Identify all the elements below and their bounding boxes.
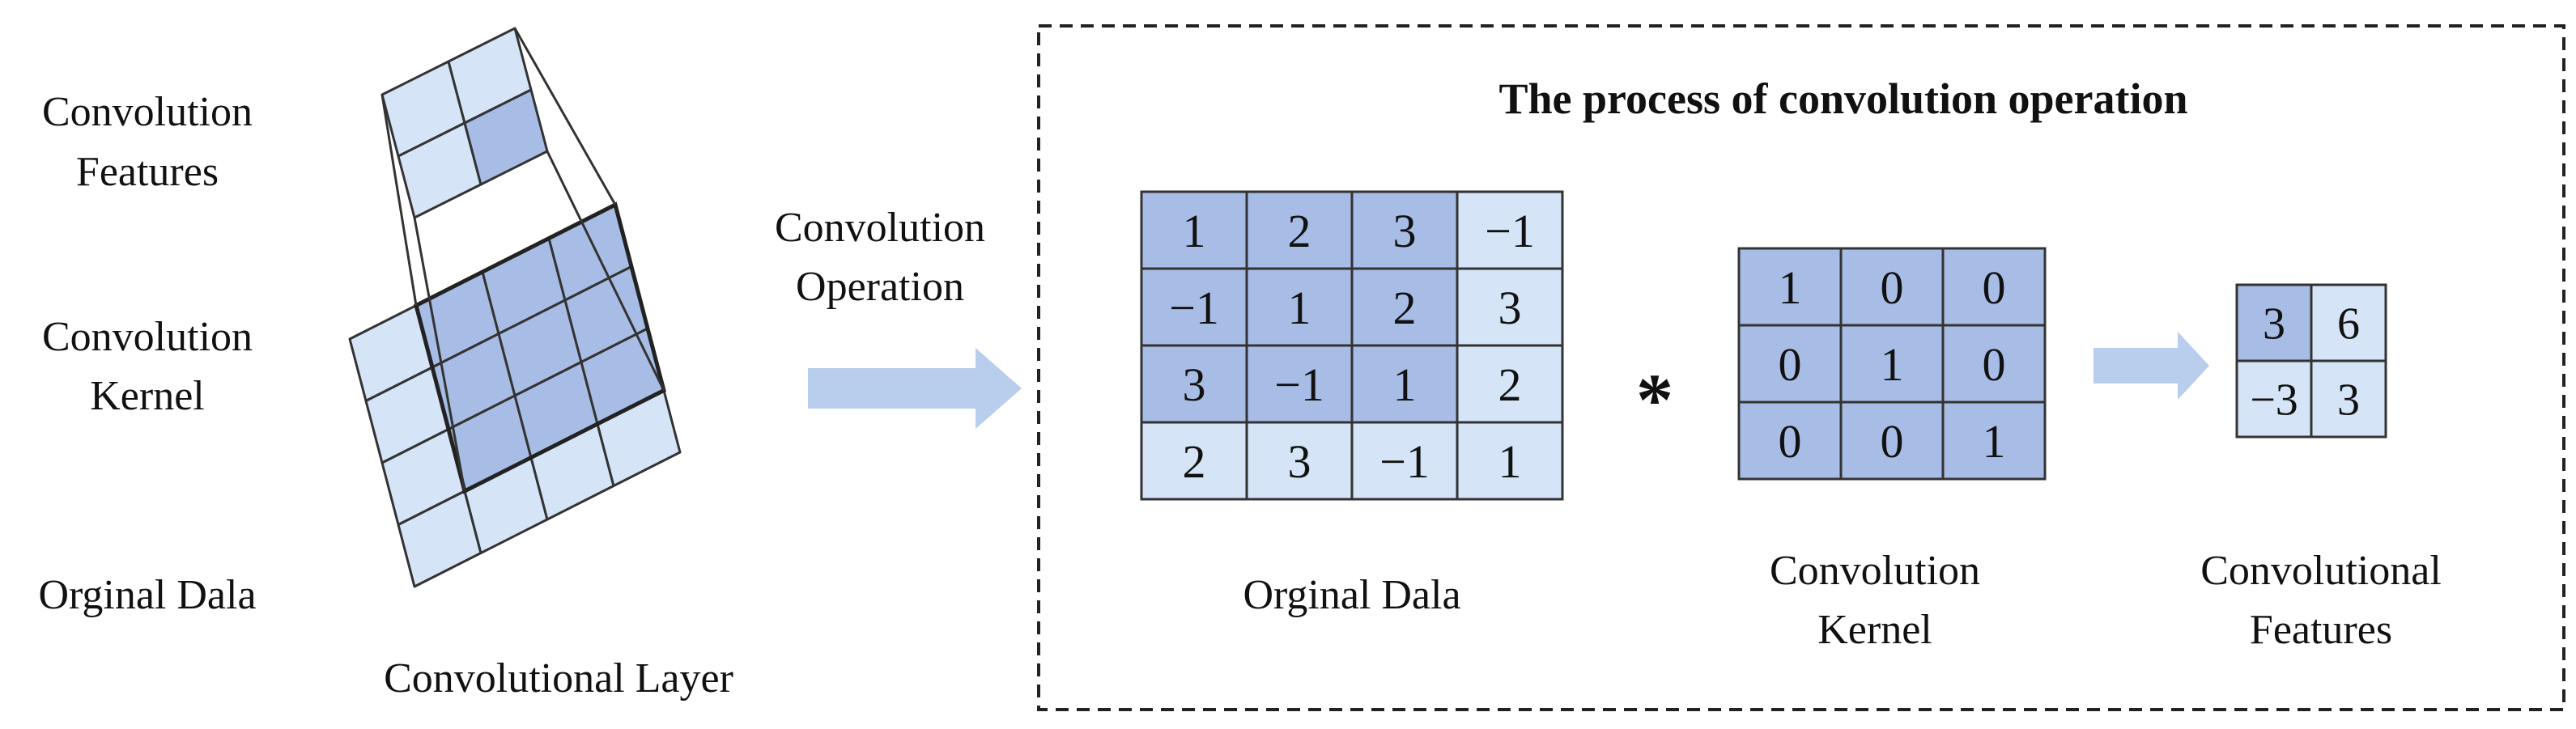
kernel-label-line2: Kernel <box>1817 607 1932 653</box>
feature-cell <box>2235 359 2313 439</box>
projection-line <box>380 94 418 306</box>
data-cell-value: −1 <box>1274 358 1324 411</box>
feature-cell-value: 3 <box>2337 375 2360 426</box>
process-box <box>1037 24 2565 711</box>
result-arrow <box>2094 332 2209 400</box>
convolutional-layer-label: Convolutional Layer <box>384 655 733 701</box>
data-cell-value: −1 <box>1485 205 1535 257</box>
original-data-matrix: 1 2 3 −1 −1 1 2 3 3 −1 1 2 2 3 −1 1 <box>1140 190 1564 501</box>
kernel-cell <box>1737 401 1843 481</box>
convolutional-layer-illustration <box>348 27 682 588</box>
data-cell <box>1456 421 1564 501</box>
feature-cell-value: 3 <box>2263 299 2285 350</box>
kernel-cell <box>1839 401 1945 481</box>
feature-cell <box>2310 283 2387 362</box>
kernel-cell-value: 0 <box>1983 261 2006 314</box>
features-matrix: 3 6 −3 3 <box>2235 283 2387 439</box>
left-features-label-line1: Convolution <box>42 89 253 135</box>
kernel-cell-value: 0 <box>1779 415 1802 468</box>
feature-grid-3d <box>380 27 549 219</box>
data-cell-value: 3 <box>1393 205 1417 257</box>
process-title: The process of convolution operation <box>1498 74 2187 123</box>
kernel-matrix: 1 0 0 0 1 0 0 0 1 <box>1737 247 2047 481</box>
kernel-cell-value: 0 <box>1983 338 2006 391</box>
left-kernel-label-line1: Convolution <box>42 314 253 360</box>
projection-line <box>413 217 466 492</box>
data-cell-value: 2 <box>1288 205 1311 257</box>
convolution-operator: * <box>1636 358 1673 441</box>
data-cell <box>1140 267 1248 347</box>
kernel-cell-value: 1 <box>1983 415 2006 468</box>
kernel-cell-value: 1 <box>1779 261 1802 314</box>
data-cell-value: 3 <box>1183 358 1206 411</box>
data-cell-value: 3 <box>1288 435 1311 488</box>
arrow-label-line1: Convolution <box>775 205 985 251</box>
original-data-label: Orginal Dala <box>1243 572 1460 618</box>
kernel-cell-value: 1 <box>1881 338 1904 391</box>
left-kernel-label-line2: Kernel <box>90 373 204 419</box>
data-cell <box>1140 421 1248 501</box>
data-cell <box>1140 344 1248 424</box>
kernel-cell <box>1737 324 1843 404</box>
data-cell <box>1350 267 1459 347</box>
data-cell-value: 2 <box>1498 358 1522 411</box>
data-cell-value: 3 <box>1498 282 1522 334</box>
projection-line <box>546 150 665 392</box>
kernel-label-line1: Convolution <box>1770 548 1980 594</box>
projection-lines <box>380 28 665 492</box>
layer-feature-cell <box>463 88 549 186</box>
kernel-cell <box>1941 247 2047 327</box>
data-cell-value: 2 <box>1183 435 1206 488</box>
data-cell-value: −1 <box>1169 282 1219 334</box>
feature-cell <box>2310 359 2387 439</box>
data-cell-value: 1 <box>1183 205 1206 257</box>
kernel-cell <box>1839 324 1945 404</box>
data-cell-value: −1 <box>1379 435 1430 488</box>
data-cell-value: 1 <box>1288 282 1311 334</box>
left-data-label: Orginal Dala <box>38 572 256 618</box>
data-cell <box>1245 421 1354 501</box>
feature-cell-value: 6 <box>2337 299 2360 350</box>
kernel-cell <box>1941 324 2047 404</box>
features-label-line1: Convolutional <box>2200 548 2442 594</box>
kernel-cell-value: 0 <box>1881 261 1904 314</box>
kernel-cell <box>1839 247 1945 327</box>
left-features-label-line2: Features <box>76 149 219 195</box>
feature-cell-value: −3 <box>2250 375 2298 426</box>
kernel-cell <box>1941 401 2047 481</box>
kernel-cell-value: 0 <box>1779 338 1802 391</box>
projection-line <box>513 28 617 206</box>
data-cell <box>1245 190 1354 270</box>
data-cell <box>1350 344 1459 424</box>
data-cell-value: 1 <box>1498 435 1522 488</box>
kernel-cell-value: 0 <box>1881 415 1904 468</box>
features-label-line2: Features <box>2250 607 2392 653</box>
data-cell <box>1456 190 1564 270</box>
data-cell <box>1140 190 1248 270</box>
arrow-label-line2: Operation <box>796 264 964 310</box>
data-cell-value: 2 <box>1393 282 1417 334</box>
operation-arrow <box>808 348 1022 429</box>
data-cell-value: 1 <box>1393 358 1417 411</box>
